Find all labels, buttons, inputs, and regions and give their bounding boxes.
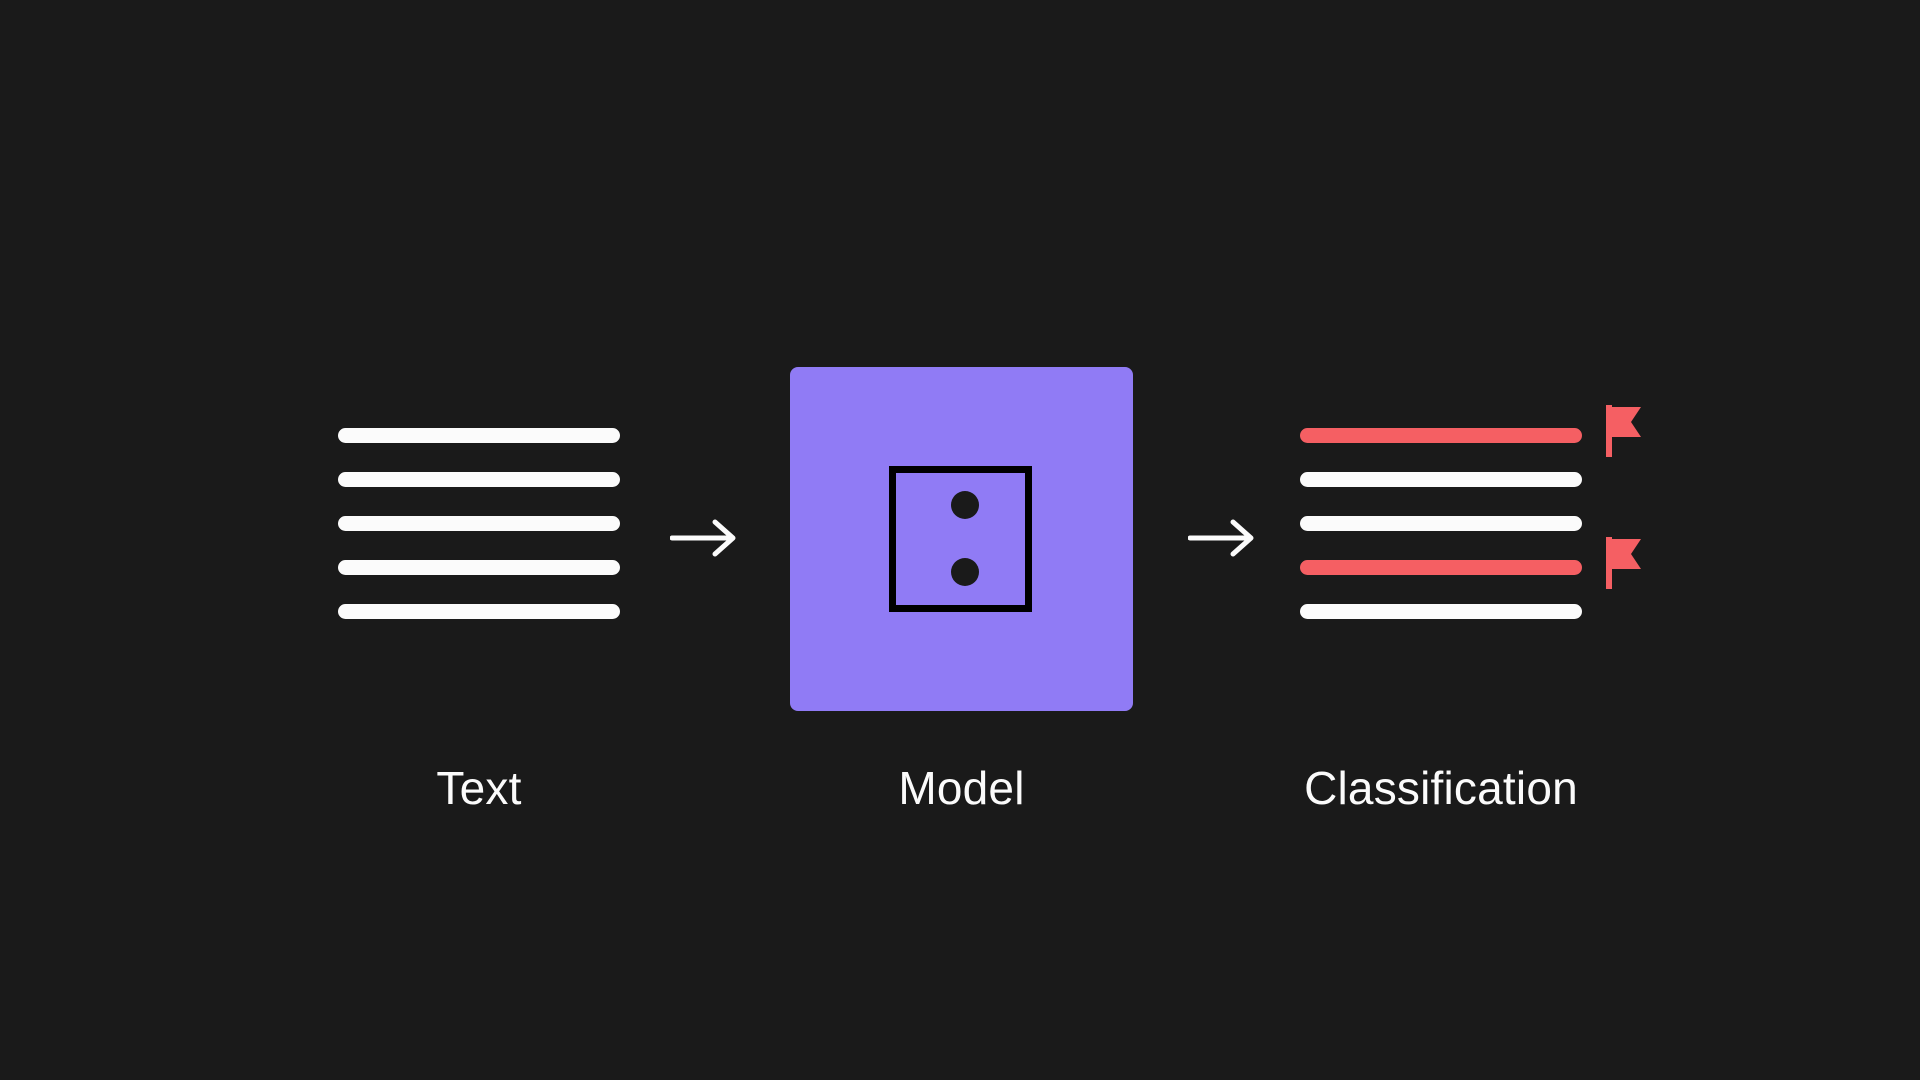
text-line-row [338, 428, 620, 472]
classification-line-row [1300, 516, 1582, 560]
text-line-row [338, 604, 620, 648]
text-line-bar-5 [338, 604, 620, 619]
classification-line-row [1300, 537, 1641, 604]
text-lines-group [338, 428, 620, 648]
arrow-right-icon [1188, 518, 1258, 558]
text-line-bar-3 [338, 516, 620, 531]
model-dot-2 [951, 558, 979, 586]
text-line-bar-2 [338, 472, 620, 487]
classification-line-bar-1 [1300, 428, 1582, 443]
classification-line-bar-3 [1300, 516, 1582, 531]
text-line-bar-1 [338, 428, 620, 443]
stage-model: Model [790, 0, 1133, 1080]
stage-label-classification: Classification [1304, 762, 1578, 814]
flag-icon [1606, 537, 1646, 589]
classification-line-bar-4 [1300, 560, 1582, 575]
classification-line-row [1300, 604, 1582, 648]
text-line-row [338, 516, 620, 560]
model-dot-1 [951, 491, 979, 519]
text-line-bar-4 [338, 560, 620, 575]
arrow-right-icon [670, 518, 740, 558]
text-line-row [338, 472, 620, 516]
model-box-icon [790, 367, 1133, 711]
classification-line-row [1300, 472, 1582, 516]
model-inner-square [889, 466, 1032, 612]
flag-icon [1606, 405, 1646, 457]
classification-line-bar-5 [1300, 604, 1582, 619]
stage-text: Text [338, 0, 620, 1080]
classification-line-bar-2 [1300, 472, 1582, 487]
classification-lines-group [1300, 405, 1641, 648]
text-line-row [338, 560, 620, 604]
stage-label-text: Text [436, 762, 522, 814]
stage-classification: Classification [1300, 0, 1641, 1080]
stage-label-model: Model [898, 762, 1025, 814]
classification-line-row [1300, 405, 1641, 472]
